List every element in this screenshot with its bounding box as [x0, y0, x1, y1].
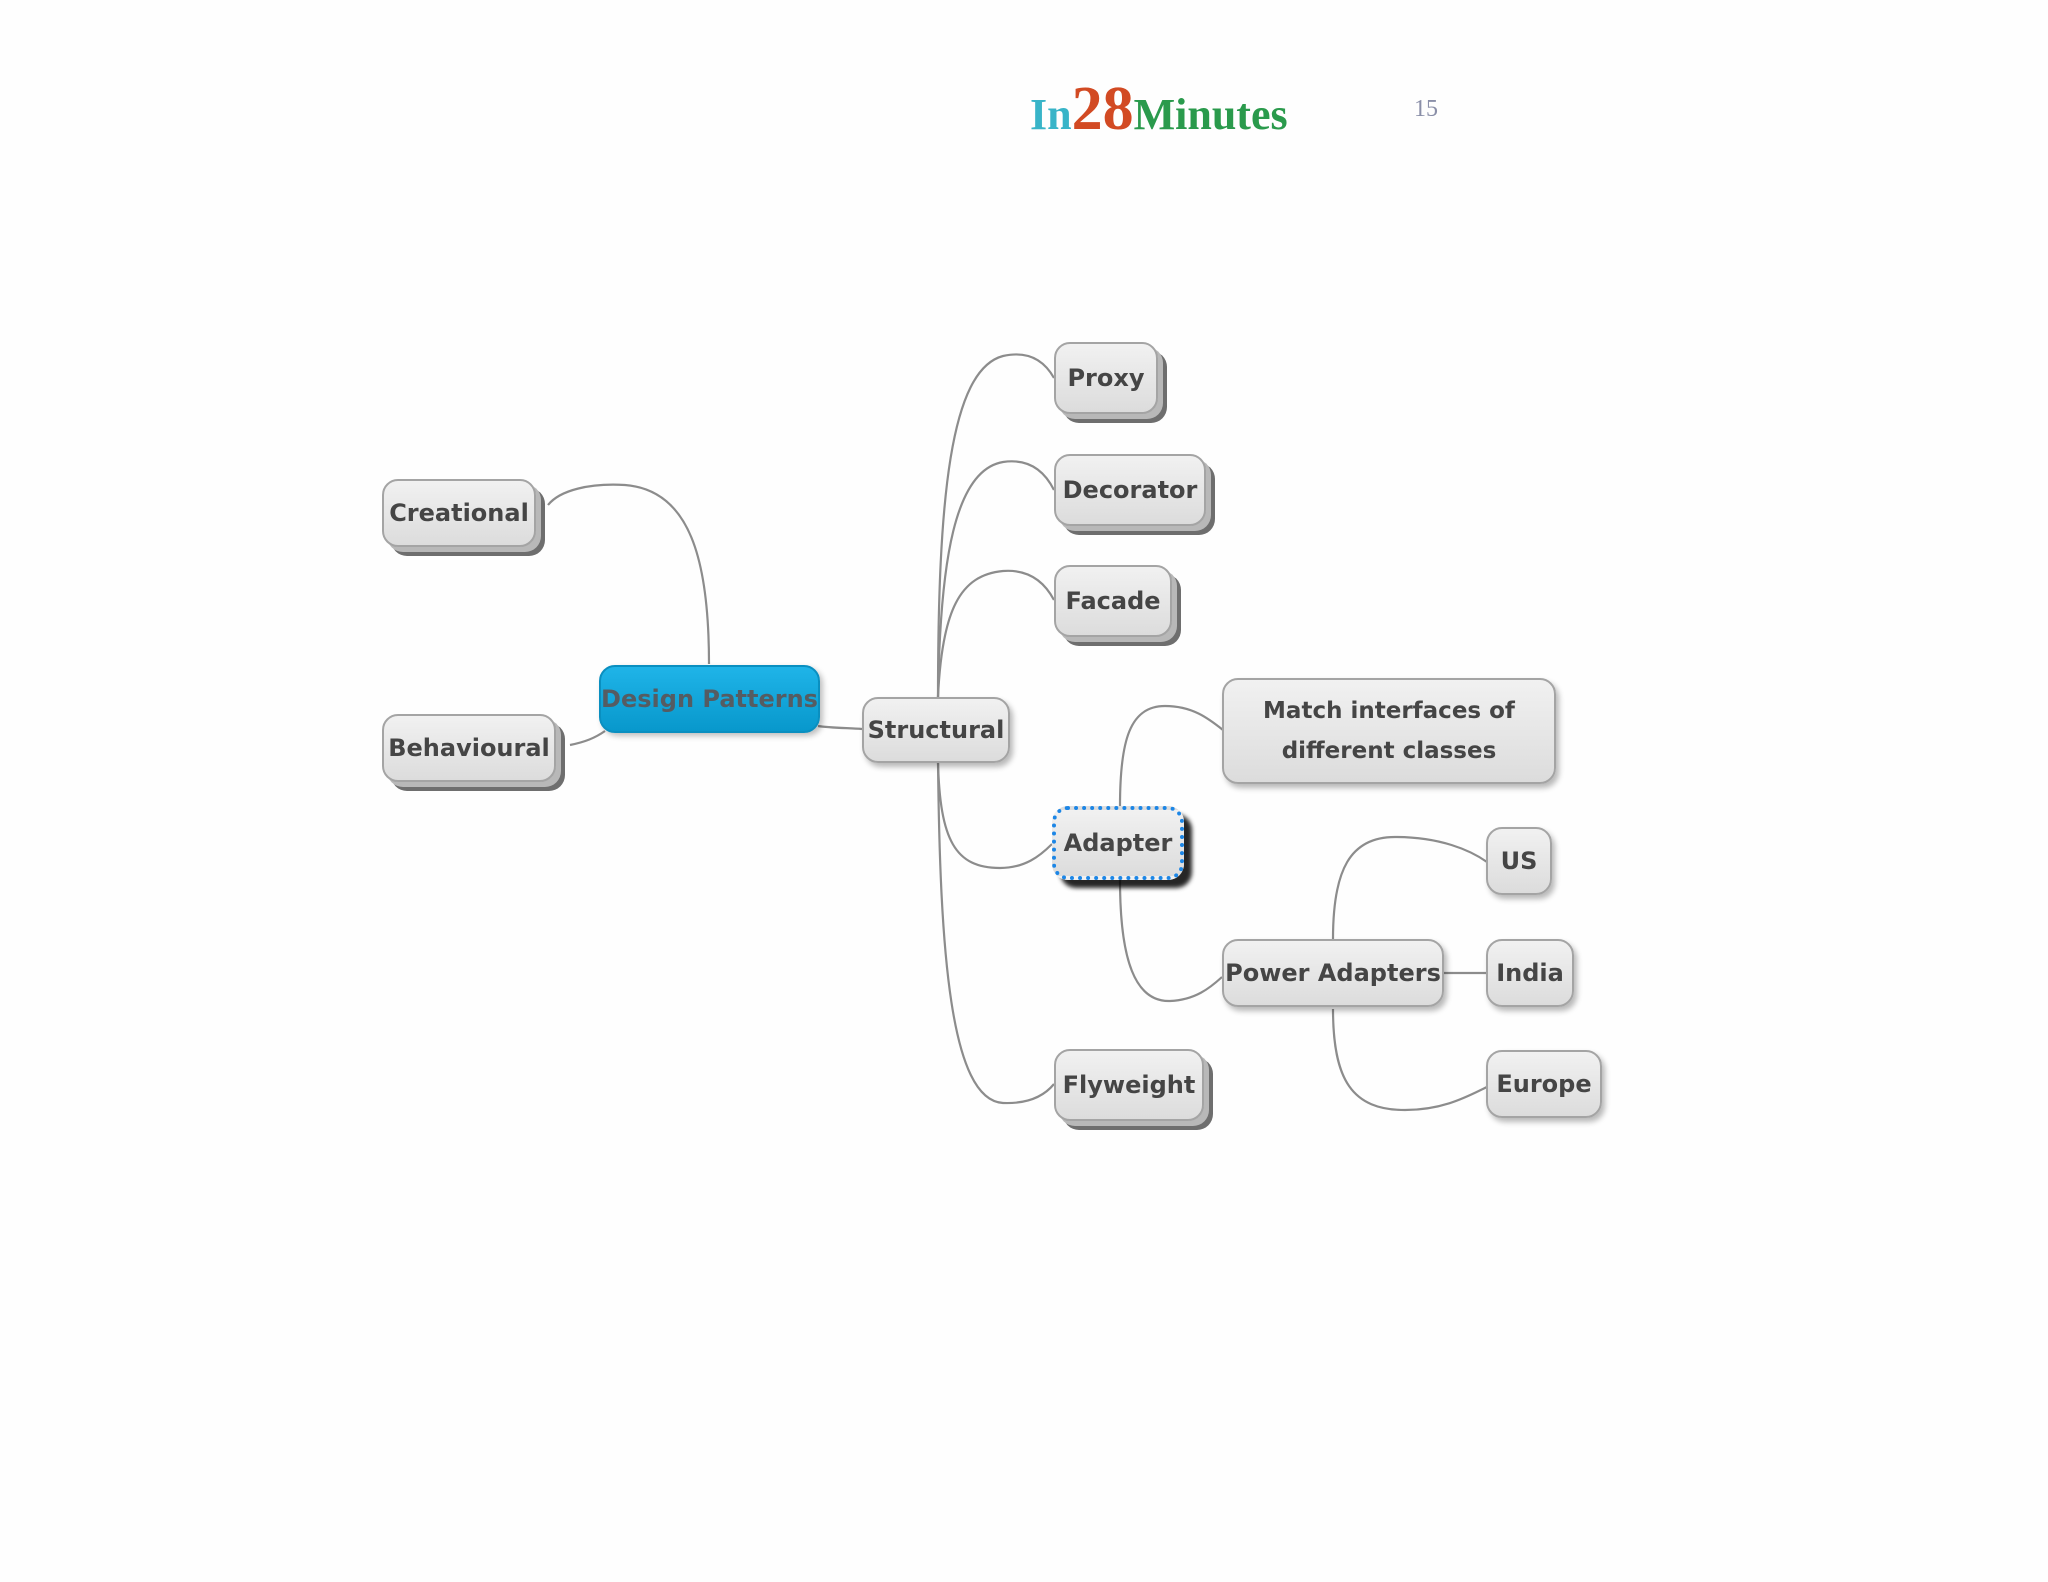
connector-root-structural	[817, 724, 863, 731]
node-decorator[interactable]: Decorator	[1054, 454, 1206, 526]
connector-poweradapters-us	[1331, 835, 1488, 940]
node-flyweight[interactable]: Flyweight	[1054, 1049, 1204, 1121]
node-europe[interactable]: Europe	[1486, 1050, 1602, 1118]
connector-structural-decorator	[936, 460, 1055, 698]
node-adapter-note[interactable]: Match interfaces of different classes	[1222, 678, 1556, 784]
node-proxy[interactable]: Proxy	[1054, 342, 1158, 414]
node-power-adapters[interactable]: Power Adapters	[1222, 939, 1444, 1007]
connector-adapter-note	[1118, 704, 1224, 807]
node-structural[interactable]: Structural	[862, 697, 1010, 763]
node-adapter[interactable]: Adapter	[1052, 806, 1184, 880]
connector-poweradapters-europe	[1331, 1008, 1488, 1112]
logo-part-minutes: Minutes	[1133, 90, 1288, 139]
logo-part-28: 28	[1071, 75, 1134, 143]
node-creational[interactable]: Creational	[382, 479, 536, 547]
in28minutes-logo: In28Minutes	[1030, 78, 1288, 140]
node-design-patterns-root[interactable]: Design Patterns	[599, 665, 820, 733]
connector-root-behavioural	[569, 730, 606, 747]
connector-structural-adapter	[936, 761, 1053, 870]
node-facade[interactable]: Facade	[1054, 565, 1172, 637]
node-india[interactable]: India	[1486, 939, 1574, 1007]
connector-structural-flyweight	[936, 761, 1055, 1105]
logo-part-in: In	[1030, 90, 1072, 139]
node-us[interactable]: US	[1486, 827, 1552, 895]
page-number: 15	[1414, 96, 1438, 122]
node-behavioural[interactable]: Behavioural	[382, 714, 556, 782]
connector-adapter-poweradapters	[1118, 879, 1223, 1003]
connector-structural-facade	[936, 569, 1055, 698]
connector-root-creational	[547, 483, 711, 665]
connector-structural-proxy	[936, 353, 1055, 698]
